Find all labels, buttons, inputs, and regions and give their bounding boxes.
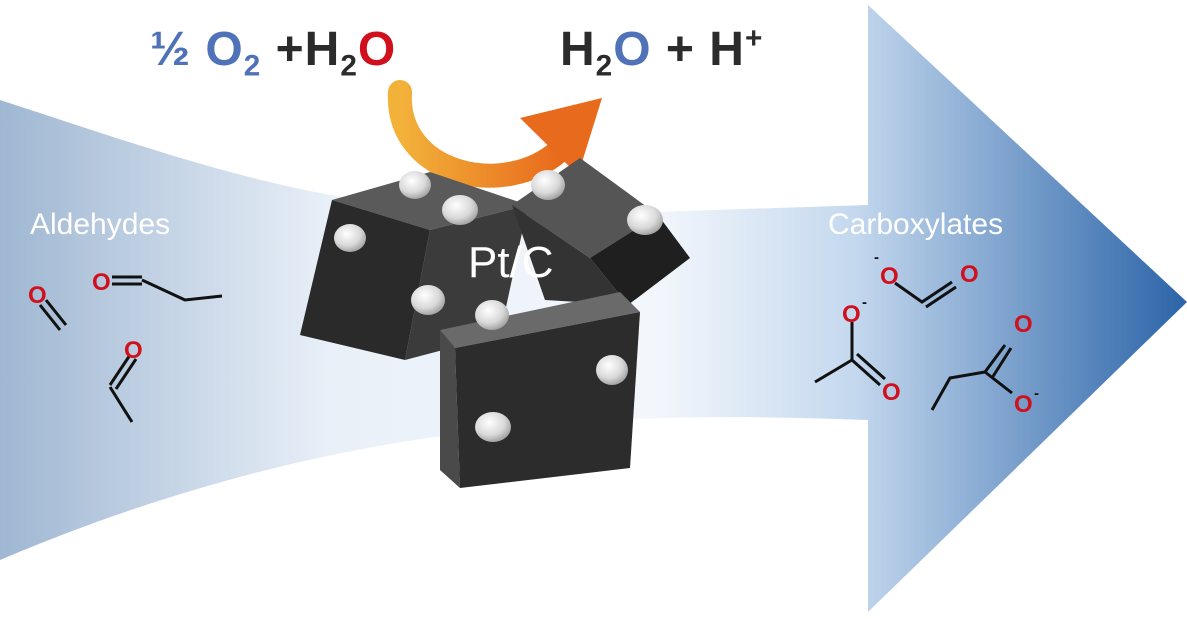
reactant-equation: ½ O2 +H2O xyxy=(150,22,397,83)
pt-particle xyxy=(475,300,509,330)
oxygen-atom: O xyxy=(960,261,979,288)
oxygen-atom: O xyxy=(880,263,899,290)
oxygen-atom: O xyxy=(842,301,861,328)
pt-particle xyxy=(531,170,565,200)
pt-particles xyxy=(334,170,663,442)
products-label: Carboxylates xyxy=(828,208,1004,241)
water-oxygen: O xyxy=(613,23,652,76)
oxygen-atom: O xyxy=(28,282,47,309)
plus-sign: + xyxy=(275,23,305,76)
pt-particle xyxy=(334,224,366,252)
anion-charge: - xyxy=(874,249,879,266)
pt-particle xyxy=(442,195,478,225)
curved-arrow-head xyxy=(520,98,602,175)
pt-particle xyxy=(627,205,663,235)
acetaldehyde-chain xyxy=(108,354,138,423)
half-fraction: ½ xyxy=(150,23,192,76)
acetate-bonds xyxy=(814,322,886,387)
proton: H+ xyxy=(709,22,764,76)
reactants-label: Aldehydes xyxy=(30,208,171,241)
oxygen-atom: O xyxy=(124,337,143,364)
oxygen-atom: O xyxy=(1014,311,1033,338)
oxygen-atom: O xyxy=(1014,391,1033,418)
plus-sign: + xyxy=(665,23,695,76)
anion-charge: - xyxy=(1034,385,1039,402)
propanal-chain xyxy=(112,275,223,302)
anion-charge: - xyxy=(862,294,867,311)
carboxylate-atoms: - O O O - O O O - xyxy=(842,249,1039,418)
catalyst-label: Pt/C xyxy=(468,238,554,287)
water-hydrogen: H2 xyxy=(560,23,614,83)
pt-particle xyxy=(596,355,628,385)
aldehyde-structures xyxy=(38,275,223,423)
formaldehyde-bond xyxy=(38,299,68,331)
propanoate-bonds xyxy=(930,344,1013,411)
curved-arrow-shaft xyxy=(387,80,572,188)
formate-bonds xyxy=(894,280,957,309)
oxygen-atom: O xyxy=(92,269,111,296)
pt-particle xyxy=(475,412,511,442)
product-equation: H2O + H+ xyxy=(560,22,764,83)
carboxylate-structures xyxy=(814,280,1013,411)
pt-particle xyxy=(399,171,431,199)
oxygen-molecule: O2 xyxy=(205,23,262,83)
aldehyde-oxygens: O O O xyxy=(28,269,143,364)
oxygen-atom: O xyxy=(882,379,901,406)
pt-particle xyxy=(411,285,445,315)
water-oxygen: O xyxy=(357,23,397,76)
catalyst-cubes xyxy=(300,158,690,488)
water-hydrogen: H2 xyxy=(304,23,358,83)
